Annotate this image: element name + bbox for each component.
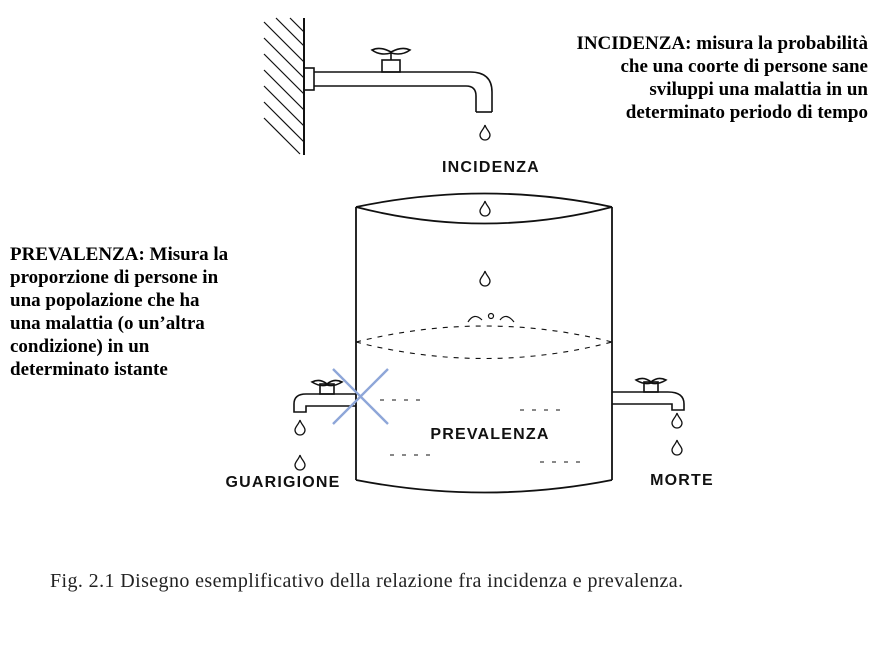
wall [263, 17, 305, 155]
inflow-drop [479, 124, 491, 141]
right-faucet [612, 377, 685, 411]
right-outflow-drop [671, 439, 683, 456]
closed-valve-cross [332, 368, 389, 425]
falling-drop [479, 270, 491, 287]
right-outflow-drop [671, 412, 683, 429]
tank [355, 192, 613, 494]
right-outflow-label: MORTE [650, 472, 714, 489]
left-outflow-drop [294, 454, 306, 471]
incidence-definition: INCIDENZA: misura la probabilità che una… [576, 33, 868, 123]
left-faucet [293, 379, 356, 413]
left-outflow-label: GUARIGIONE [225, 474, 340, 491]
inflow-faucet [303, 47, 493, 113]
tank-label: PREVALENZA [430, 426, 549, 443]
water-surface [355, 325, 613, 463]
splash [467, 312, 515, 323]
falling-drop [479, 200, 491, 217]
prevalence-definition: PREVALENZA: Misura la proporzione di per… [10, 244, 229, 380]
left-outflow-drop [294, 419, 306, 436]
inflow-label: INCIDENZA [442, 159, 540, 176]
figure-caption: Fig. 2.1 Disegno esemplificativo della r… [50, 570, 684, 592]
